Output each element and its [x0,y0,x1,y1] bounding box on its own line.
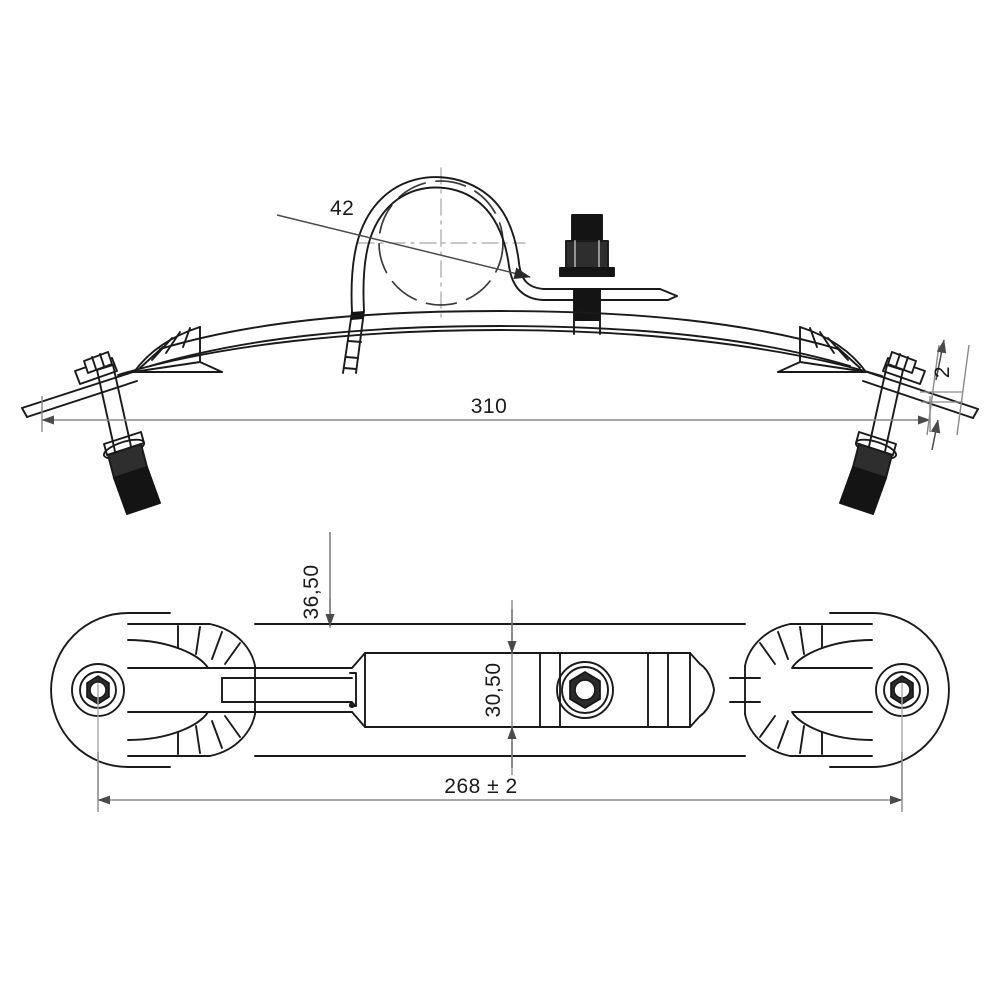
dimension-clamp-diameter-label: 42 [330,197,354,220]
dimension-plate-thickness-label: 2 [931,366,954,378]
dimension-offset-height-label: 36,50 [300,564,323,619]
center-bolt-assembly [559,214,615,335]
dimension-offset-height: 36,50 [300,532,335,628]
bracket-body-side [21,310,979,419]
left-bolt-assembly [74,351,161,515]
right-bolt-assembly [839,351,926,515]
dimension-hole-centers-label: 268 ± 2 [444,775,517,798]
dimension-plate-thickness: 2 [920,339,970,451]
right-mount-eye [829,612,950,768]
dimension-clamp-diameter: 42 [276,197,531,280]
left-flare [127,623,256,757]
pipe-centerline [357,167,526,319]
bracket-body-plan [207,623,761,757]
left-mount-eye [50,612,171,768]
dimension-hole-centers: 268 ± 2 [97,752,903,812]
right-flare [744,623,873,757]
side-elevation-view [21,167,979,515]
dimension-overall-length: 310 [41,395,931,432]
clamp-strap [342,176,678,374]
center-nut-plan [556,661,614,719]
dimension-overall-length-label: 310 [471,395,508,418]
pipe-outline-phantom [378,180,504,306]
dimension-body-width-label: 30,50 [482,662,505,717]
dimension-body-width: 30,50 [482,600,517,775]
